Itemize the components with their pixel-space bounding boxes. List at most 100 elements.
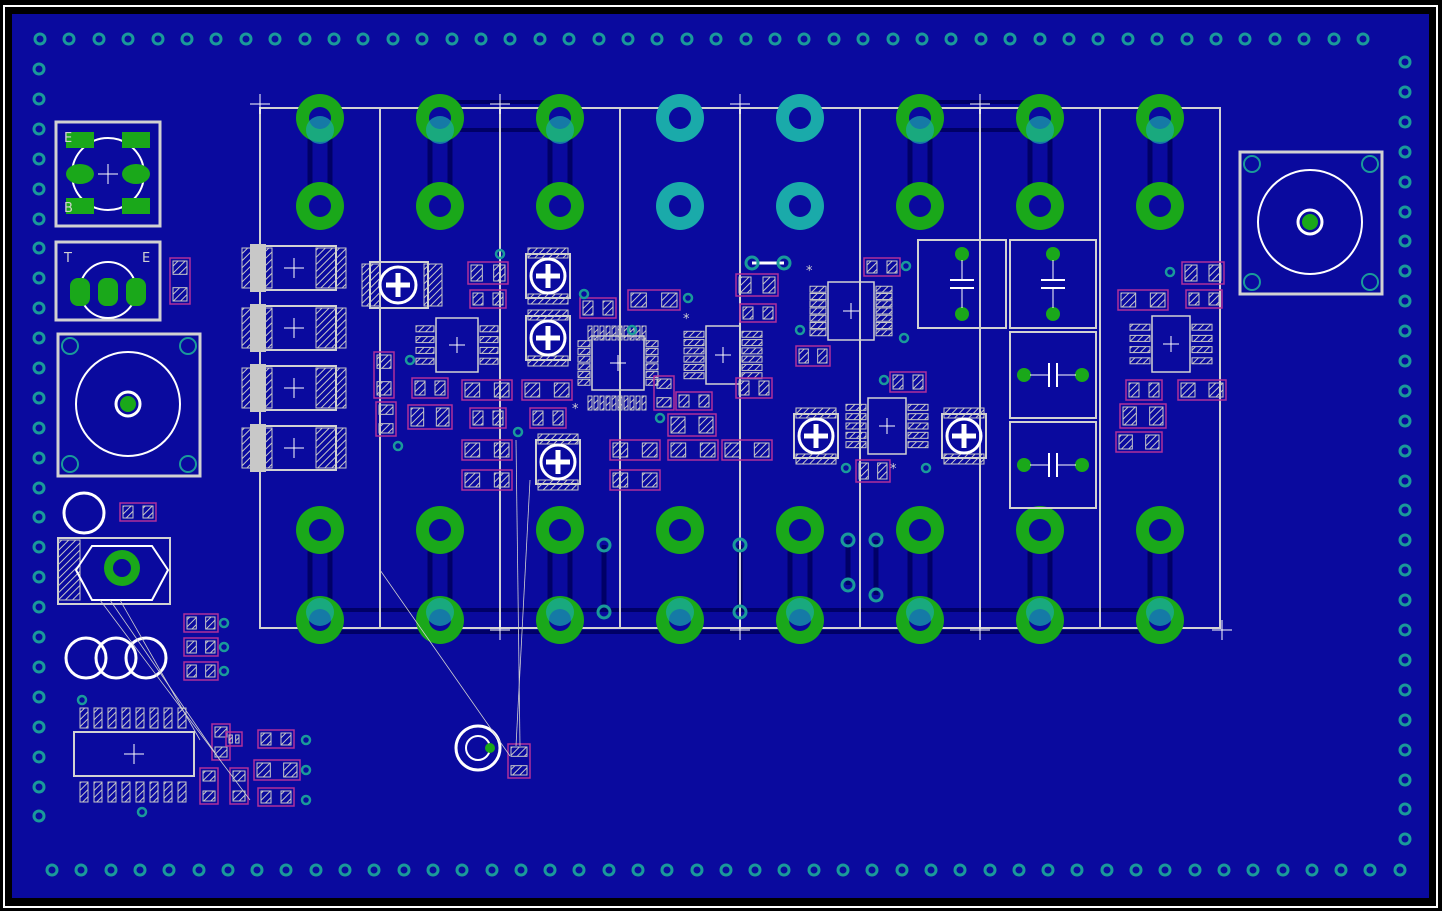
via-icon[interactable]: [868, 532, 884, 548]
via-icon[interactable]: [415, 32, 429, 46]
smd-resistor-icon[interactable]: [579, 297, 617, 319]
via-icon[interactable]: [1393, 863, 1407, 877]
smd-resistor-icon[interactable]: [1181, 261, 1225, 285]
via-icon[interactable]: [485, 863, 499, 877]
smd-resistor-icon[interactable]: [627, 289, 681, 311]
via-icon[interactable]: [878, 374, 890, 386]
via-icon[interactable]: [596, 604, 612, 620]
via-icon[interactable]: [974, 32, 988, 46]
via-icon[interactable]: [596, 537, 612, 553]
via-icon[interactable]: [1398, 414, 1412, 428]
led-outline[interactable]: [94, 636, 138, 680]
via-icon[interactable]: [953, 863, 967, 877]
via-icon[interactable]: [1398, 205, 1412, 219]
via-icon[interactable]: [136, 806, 148, 818]
ic-package-icon[interactable]: [1129, 315, 1213, 373]
connector-top-body[interactable]: [54, 120, 162, 228]
via-icon[interactable]: [732, 537, 748, 553]
via-icon[interactable]: [133, 863, 147, 877]
smd-resistor-icon[interactable]: [183, 637, 219, 657]
capacitor-icon[interactable]: [1009, 421, 1097, 509]
via-icon[interactable]: [209, 32, 223, 46]
via-icon[interactable]: [856, 32, 870, 46]
smd-resistor-icon[interactable]: [373, 351, 395, 399]
via-icon[interactable]: [719, 863, 733, 877]
smd-resistor-icon[interactable]: [183, 613, 219, 633]
via-icon[interactable]: [494, 248, 506, 260]
via-icon[interactable]: [1398, 683, 1412, 697]
via-icon[interactable]: [1164, 266, 1176, 278]
via-icon[interactable]: [1398, 85, 1412, 99]
via-icon[interactable]: [300, 734, 312, 746]
via-icon[interactable]: [32, 182, 46, 196]
via-icon[interactable]: [1188, 863, 1202, 877]
smd-resistor-icon[interactable]: [461, 469, 513, 491]
smd-resistor-icon[interactable]: [1185, 289, 1223, 309]
via-icon[interactable]: [900, 260, 912, 272]
via-icon[interactable]: [562, 32, 576, 46]
via-icon[interactable]: [32, 600, 46, 614]
smd-resistor-icon[interactable]: [375, 401, 397, 437]
via-icon[interactable]: [192, 863, 206, 877]
via-icon[interactable]: [1398, 563, 1412, 577]
smd-resistor-icon[interactable]: [521, 379, 573, 401]
via-icon[interactable]: [1327, 32, 1341, 46]
smd-resistor-icon[interactable]: [469, 407, 507, 429]
via-icon[interactable]: [455, 863, 469, 877]
via-icon[interactable]: [32, 241, 46, 255]
smd-resistor-icon[interactable]: [855, 459, 891, 483]
pad-icon[interactable]: [126, 278, 146, 306]
via-icon[interactable]: [797, 32, 811, 46]
via-icon[interactable]: [865, 863, 879, 877]
smd-resistor-icon[interactable]: [1177, 379, 1227, 401]
via-icon[interactable]: [895, 863, 909, 877]
smd-resistor-icon[interactable]: [667, 413, 717, 437]
via-icon[interactable]: [121, 32, 135, 46]
via-icon[interactable]: [1398, 713, 1412, 727]
via-icon[interactable]: [1398, 832, 1412, 846]
via-icon[interactable]: [367, 863, 381, 877]
via-icon[interactable]: [32, 720, 46, 734]
via-icon[interactable]: [32, 271, 46, 285]
capacitor-icon[interactable]: [1009, 239, 1097, 329]
via-icon[interactable]: [239, 32, 253, 46]
via-icon[interactable]: [1091, 32, 1105, 46]
via-icon[interactable]: [180, 32, 194, 46]
via-icon[interactable]: [572, 863, 586, 877]
via-icon[interactable]: [1363, 863, 1377, 877]
trimmer-potentiometer-icon[interactable]: [525, 309, 571, 367]
jack-body[interactable]: [56, 332, 202, 478]
via-icon[interactable]: [1398, 354, 1412, 368]
via-icon[interactable]: [1398, 264, 1412, 278]
via-icon[interactable]: [32, 421, 46, 435]
via-icon[interactable]: [1398, 653, 1412, 667]
via-icon[interactable]: [445, 32, 459, 46]
via-icon[interactable]: [1398, 623, 1412, 637]
smd-resistor-icon[interactable]: [257, 787, 295, 807]
via-icon[interactable]: [32, 391, 46, 405]
smd-resistor-icon[interactable]: [1115, 431, 1163, 453]
via-icon[interactable]: [74, 863, 88, 877]
via-icon[interactable]: [1297, 32, 1311, 46]
via-icon[interactable]: [1041, 863, 1055, 877]
via-icon[interactable]: [840, 462, 852, 474]
via-icon[interactable]: [631, 863, 645, 877]
smd-resistor-icon[interactable]: [675, 391, 713, 411]
ic-package-icon[interactable]: [809, 281, 893, 341]
smd-resistor-icon[interactable]: [735, 273, 779, 297]
via-icon[interactable]: [1398, 115, 1412, 129]
via-icon[interactable]: [533, 32, 547, 46]
via-icon[interactable]: [32, 660, 46, 674]
smd-resistor-icon[interactable]: [1125, 379, 1163, 401]
smd-resistor-icon[interactable]: [1119, 403, 1167, 429]
via-icon[interactable]: [386, 32, 400, 46]
via-icon[interactable]: [32, 62, 46, 76]
pad-icon[interactable]: [66, 198, 94, 214]
via-icon[interactable]: [592, 32, 606, 46]
via-icon[interactable]: [62, 32, 76, 46]
smd-resistor-icon[interactable]: [467, 261, 509, 285]
smd-resistor-icon[interactable]: [225, 731, 243, 747]
via-icon[interactable]: [1217, 863, 1231, 877]
smd-resistor-icon[interactable]: [609, 469, 661, 491]
via-icon[interactable]: [32, 331, 46, 345]
